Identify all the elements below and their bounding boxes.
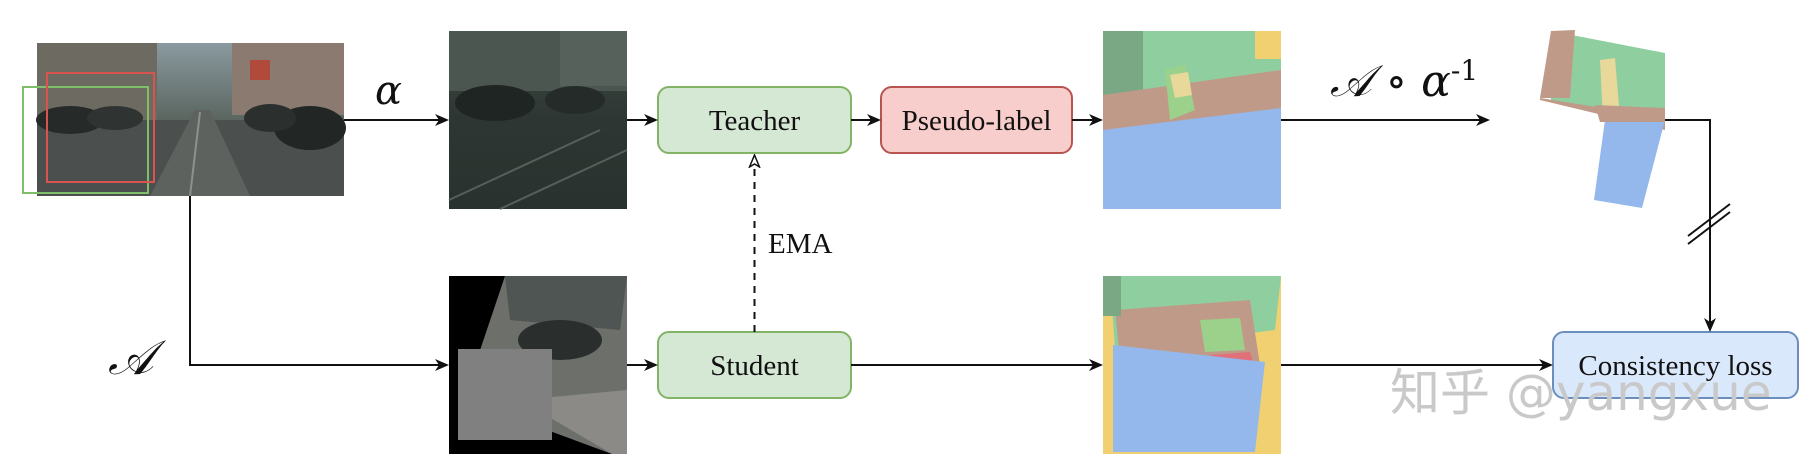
- edge-warp-to-loss: [1665, 119, 1716, 332]
- warped-pseudo-label: [1540, 30, 1665, 208]
- stop-gradient-mark-1: [1687, 203, 1731, 237]
- crop-box-red: [46, 72, 155, 183]
- inverse-transform-main: 𝒜 ∘ α: [1330, 56, 1451, 107]
- aug-label: 𝒜: [108, 330, 167, 386]
- cutout-patch: [458, 349, 552, 440]
- teacher-label: Teacher: [709, 105, 801, 137]
- consistency-loss-node: Consistency loss: [1552, 331, 1799, 399]
- student-label: Student: [710, 350, 799, 382]
- inverse-transform-label: 𝒜 ∘ α-1: [1330, 54, 1478, 107]
- consistency-loss-label: Consistency loss: [1578, 350, 1772, 382]
- watermark: 知乎 @yangxue: [1390, 364, 1772, 422]
- student-segmentation-map: [1103, 276, 1281, 454]
- source-image: [22, 43, 346, 197]
- inverse-transform-sup: -1: [1451, 54, 1478, 87]
- crop-box-green: [22, 86, 149, 194]
- ema-label: EMA: [768, 228, 833, 260]
- edge-source-to-aug: [189, 196, 449, 371]
- student-node: Student: [657, 331, 852, 399]
- pseudo-label-label: Pseudo-label: [902, 105, 1052, 137]
- teacher-segmentation-map: [1103, 31, 1281, 209]
- alpha-label: α: [375, 68, 402, 114]
- teacher-input-image: [448, 31, 628, 210]
- student-input-image: [449, 276, 627, 454]
- pseudo-label-node: Pseudo-label: [880, 86, 1073, 154]
- stop-gradient-mark-2: [1687, 211, 1731, 245]
- teacher-node: Teacher: [657, 86, 852, 154]
